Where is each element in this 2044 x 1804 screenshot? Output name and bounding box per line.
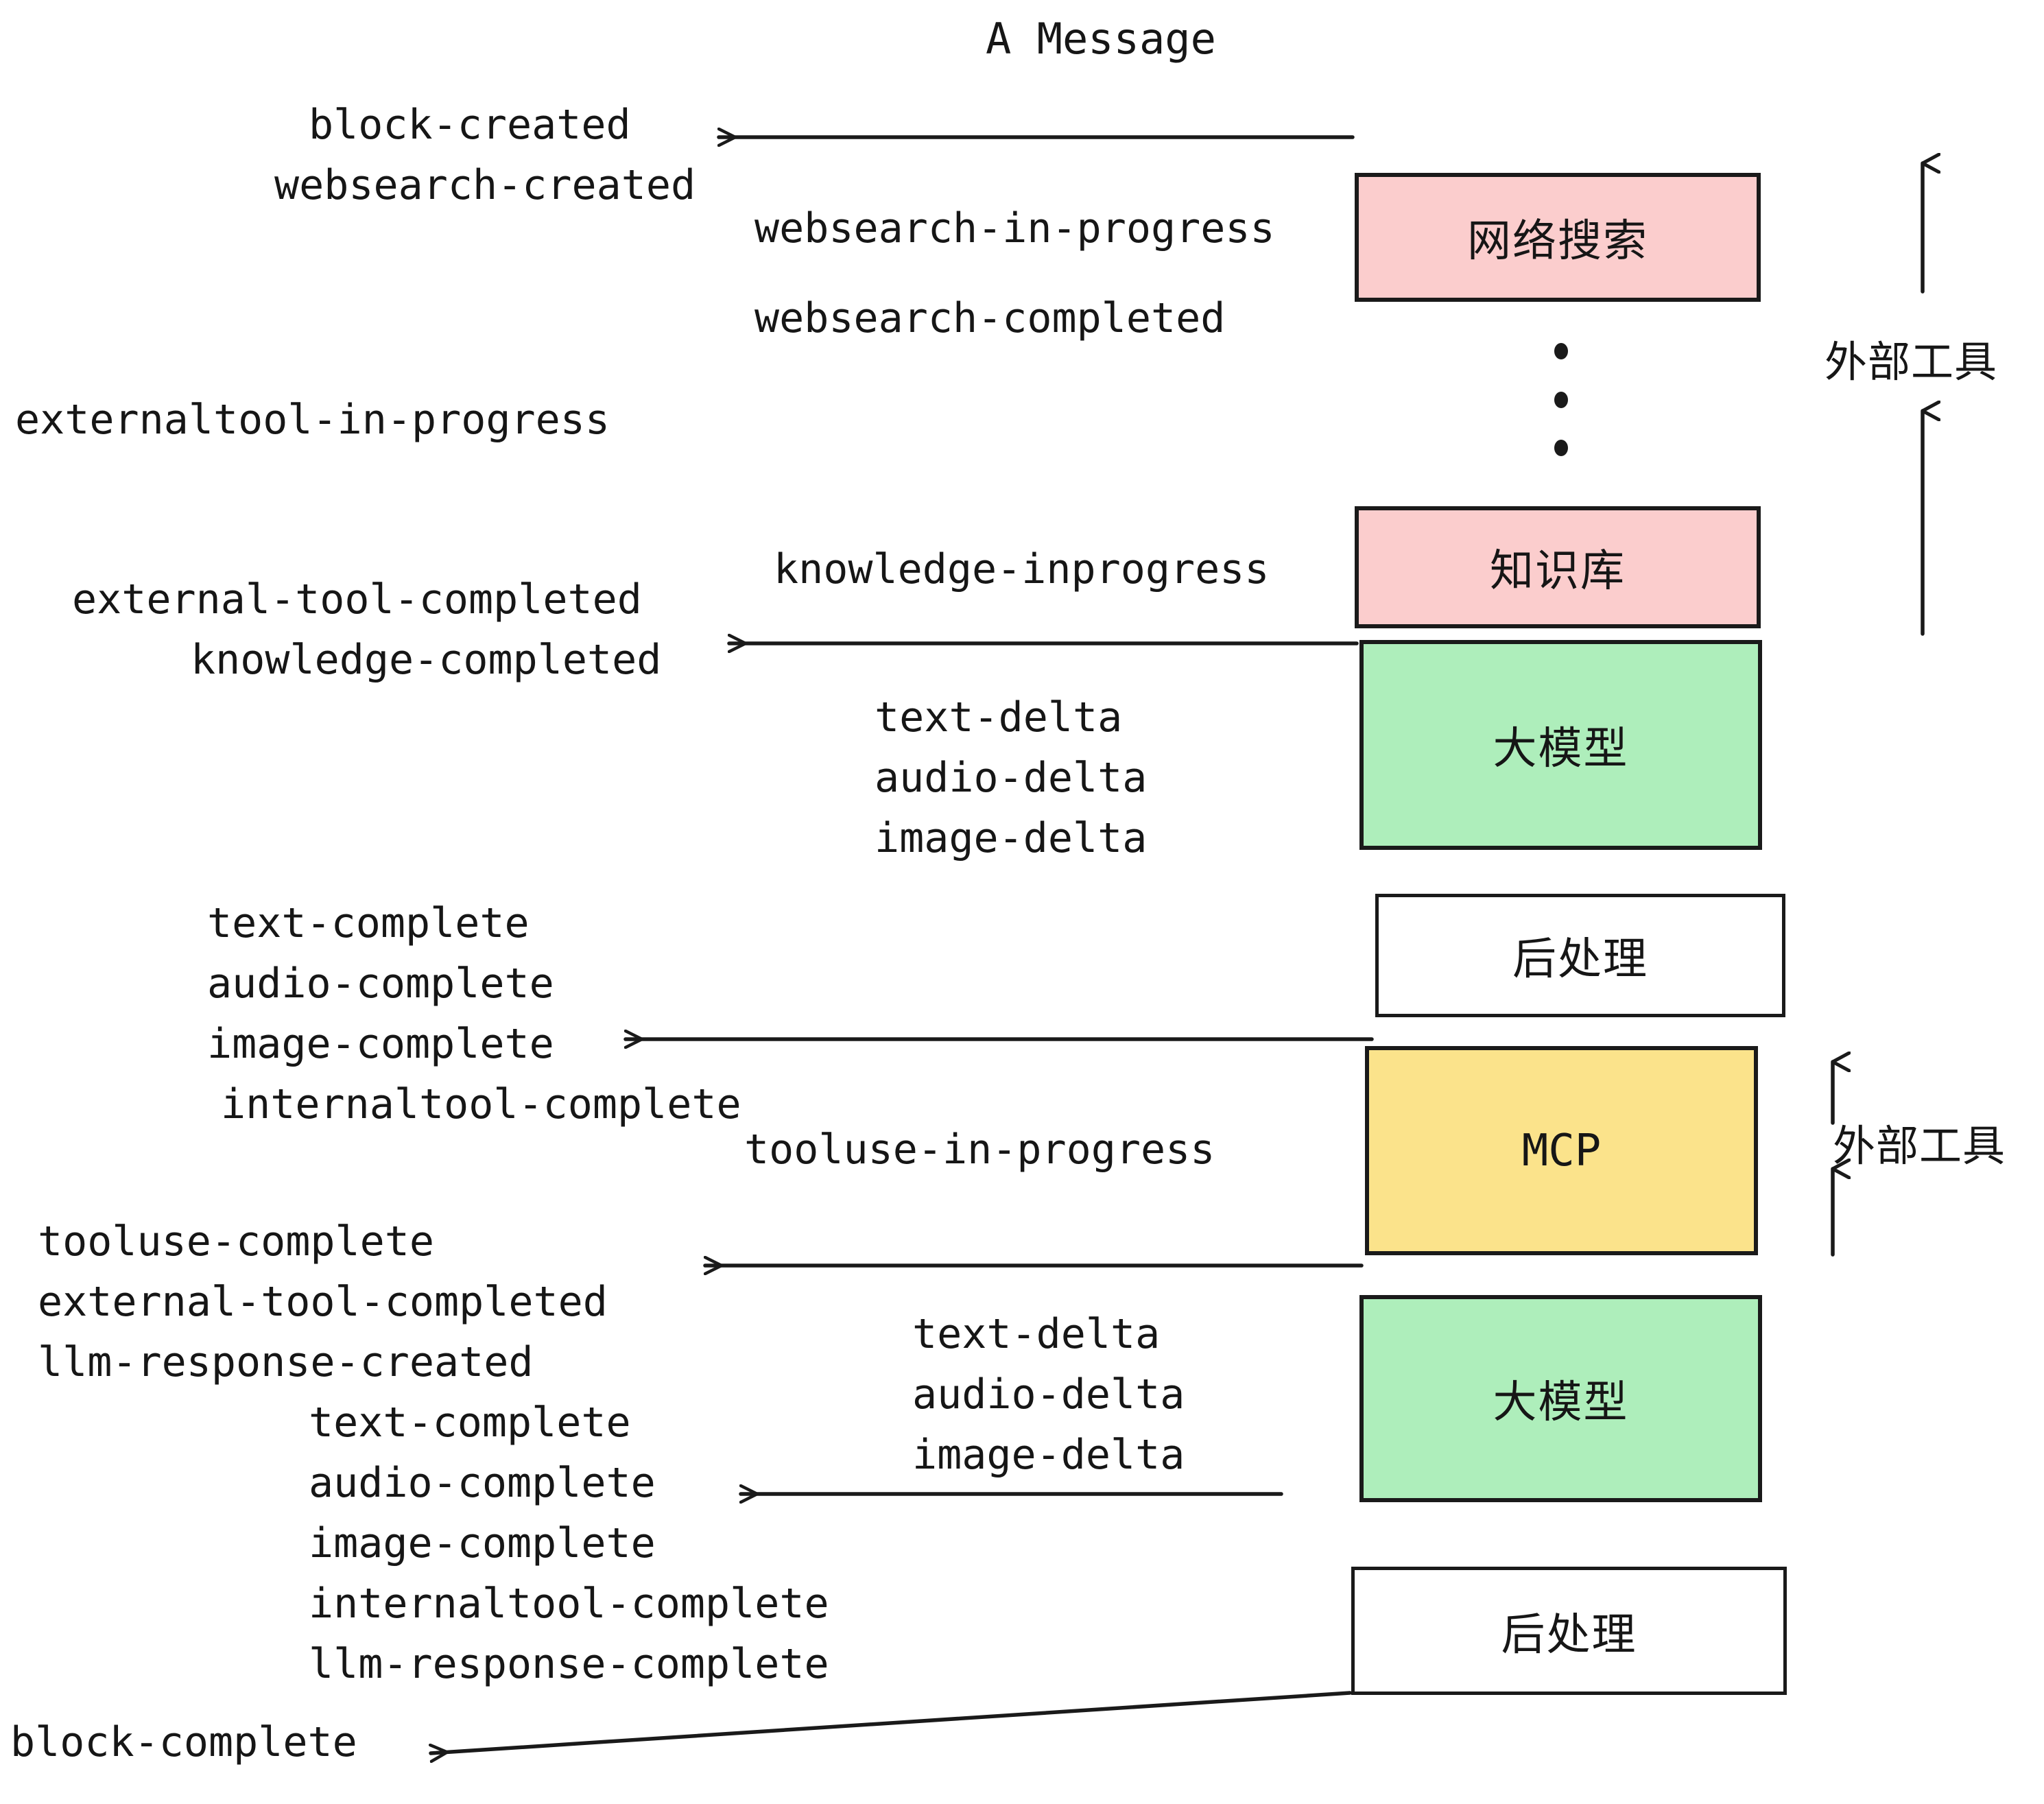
node-knowledge[interactable]: 知识库 <box>1355 506 1761 628</box>
arrow-postprocess2-out <box>431 1691 1352 1753</box>
event-tooluse-in-progress: tooluse-in-progress <box>744 1126 1215 1174</box>
event-external-tool-completed-2: external-tool-completed <box>38 1278 608 1326</box>
node-mcp-label: MCP <box>1521 1125 1602 1176</box>
diagram-title: A Message <box>986 14 1216 64</box>
node-postprocess-1-label: 后处理 <box>1512 934 1648 985</box>
ellipsis-dot <box>1554 391 1568 408</box>
ellipsis-dot <box>1554 343 1568 359</box>
node-postprocess-2[interactable]: 后处理 <box>1351 1567 1787 1695</box>
event-audio-complete-2: audio-complete <box>309 1459 656 1507</box>
event-llm-response-created: llm-response-created <box>38 1338 534 1386</box>
ellipsis-dot <box>1554 440 1568 456</box>
event-image-complete-1: image-complete <box>207 1020 554 1068</box>
external-tool-label-top: 外部工具 <box>1825 337 1998 387</box>
event-internaltool-complete-2: internaltool-complete <box>309 1580 829 1628</box>
external-tool-label-bottom: 外部工具 <box>1833 1121 2006 1171</box>
node-llm-1[interactable]: 大模型 <box>1359 640 1762 850</box>
node-websearch-label: 网络搜索 <box>1467 216 1648 267</box>
event-knowledge-completed: knowledge-completed <box>191 636 662 684</box>
event-tooluse-complete: tooluse-complete <box>38 1218 434 1266</box>
event-audio-delta-1: audio-delta <box>875 754 1148 802</box>
event-external-tool-completed-1: external-tool-completed <box>72 575 642 624</box>
event-externaltool-in-progress: externaltool-in-progress <box>15 396 610 444</box>
node-llm-2-label: 大模型 <box>1493 1377 1629 1428</box>
event-knowledge-inprogress: knowledge-inprogress <box>774 545 1270 593</box>
node-postprocess-2-label: 后处理 <box>1501 1609 1637 1661</box>
node-postprocess-1[interactable]: 后处理 <box>1375 894 1785 1017</box>
node-websearch[interactable]: 网络搜索 <box>1355 173 1761 302</box>
event-audio-complete-1: audio-complete <box>207 960 554 1008</box>
event-websearch-in-progress: websearch-in-progress <box>754 204 1275 252</box>
event-llm-response-complete: llm-response-complete <box>309 1640 829 1688</box>
node-llm-1-label: 大模型 <box>1493 724 1629 774</box>
vertical-ellipsis <box>1554 343 1569 456</box>
event-text-complete-1: text-complete <box>207 899 530 947</box>
event-image-delta-2: image-delta <box>912 1431 1185 1479</box>
event-internaltool-complete-1: internaltool-complete <box>221 1080 741 1128</box>
event-audio-delta-2: audio-delta <box>912 1370 1185 1419</box>
event-text-delta-1: text-delta <box>875 693 1123 741</box>
event-websearch-completed: websearch-completed <box>754 294 1226 342</box>
event-block-created: block-created <box>309 101 631 149</box>
event-text-delta-2: text-delta <box>912 1310 1161 1358</box>
node-mcp[interactable]: MCP <box>1365 1046 1758 1255</box>
event-text-complete-2: text-complete <box>309 1399 631 1447</box>
node-knowledge-label: 知识库 <box>1490 546 1626 597</box>
node-llm-2[interactable]: 大模型 <box>1359 1295 1762 1502</box>
event-websearch-created: websearch-created <box>274 161 696 209</box>
event-image-complete-2: image-complete <box>309 1519 656 1567</box>
event-block-complete: block-complete <box>10 1718 357 1766</box>
event-image-delta-1: image-delta <box>875 814 1148 862</box>
